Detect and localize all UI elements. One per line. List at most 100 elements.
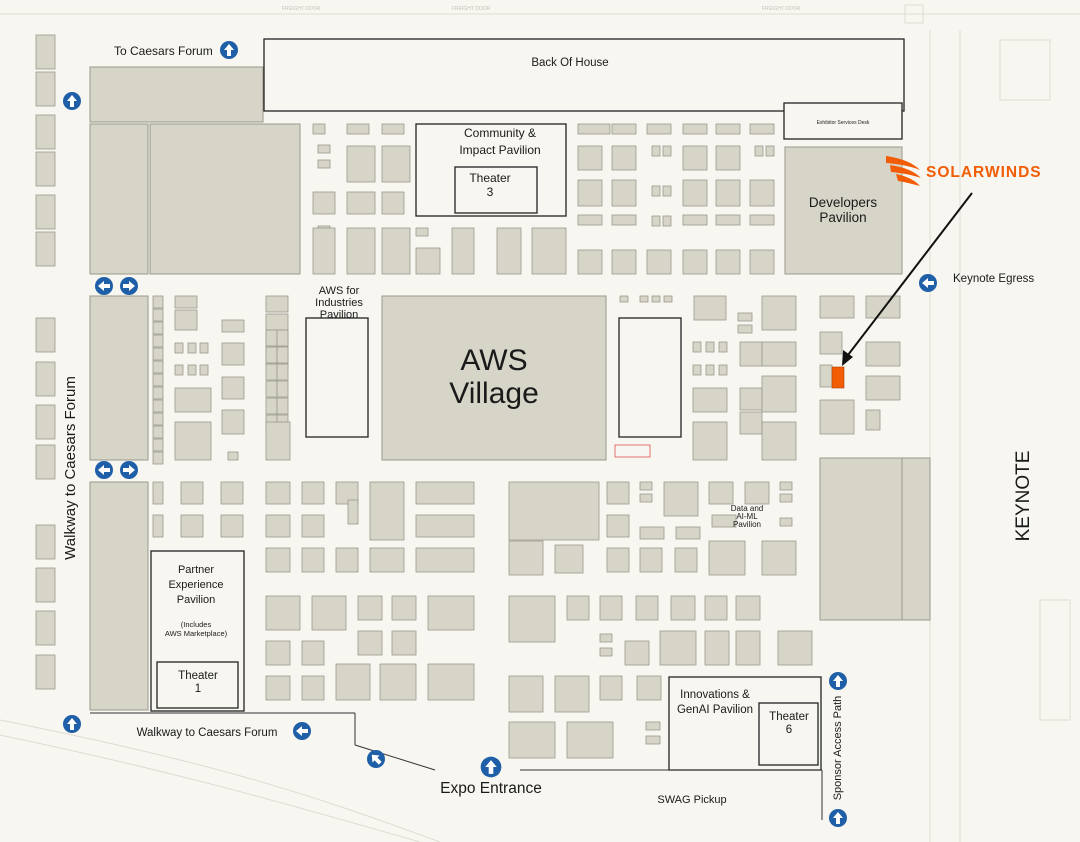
booth[interactable] (276, 329, 289, 347)
booth[interactable] (779, 517, 793, 527)
booth[interactable] (312, 227, 336, 275)
booth[interactable] (301, 514, 325, 538)
booth[interactable] (381, 191, 405, 215)
booth[interactable] (220, 481, 244, 505)
booth[interactable] (705, 341, 715, 353)
booth[interactable] (682, 145, 708, 171)
booth[interactable] (265, 547, 291, 573)
booth[interactable] (674, 547, 698, 573)
booth[interactable] (692, 364, 702, 376)
booth[interactable] (715, 249, 741, 275)
booth[interactable] (265, 640, 291, 666)
edge-booth[interactable] (35, 151, 56, 187)
booth[interactable] (152, 360, 164, 374)
booth[interactable] (265, 397, 278, 415)
booth[interactable] (174, 309, 198, 331)
booth[interactable] (663, 295, 673, 303)
booth[interactable] (301, 481, 325, 505)
booth[interactable] (606, 481, 630, 505)
booth[interactable] (265, 675, 291, 701)
booth[interactable] (415, 547, 475, 573)
booth[interactable] (265, 481, 291, 505)
booth[interactable] (819, 364, 833, 388)
booth[interactable] (187, 364, 197, 376)
booth[interactable] (187, 342, 197, 354)
booth[interactable] (599, 647, 613, 657)
booth[interactable] (152, 438, 164, 452)
booth[interactable] (749, 123, 775, 135)
booth[interactable] (265, 380, 278, 398)
booth[interactable] (682, 179, 708, 207)
theater-1[interactable] (156, 661, 239, 709)
edge-booth[interactable] (35, 524, 56, 560)
booth[interactable] (180, 481, 204, 505)
booth[interactable] (761, 421, 797, 461)
booth[interactable] (531, 227, 567, 275)
booth[interactable] (715, 179, 741, 207)
booth[interactable] (152, 347, 164, 361)
edge-booth[interactable] (35, 444, 56, 480)
booth[interactable] (599, 675, 623, 701)
booth[interactable] (381, 227, 411, 275)
booth[interactable] (749, 249, 775, 275)
booth[interactable] (708, 540, 746, 576)
booth[interactable] (152, 399, 164, 413)
booth[interactable] (180, 514, 204, 538)
booth[interactable] (312, 191, 336, 215)
booth[interactable] (651, 295, 661, 303)
booth[interactable] (651, 145, 661, 157)
edge-booth[interactable] (35, 34, 56, 70)
booth[interactable] (415, 227, 429, 237)
booth[interactable] (651, 185, 661, 197)
booth[interactable] (415, 481, 475, 505)
booth[interactable] (369, 547, 405, 573)
booth[interactable] (662, 215, 672, 227)
booth[interactable] (682, 249, 708, 275)
booth[interactable] (265, 595, 301, 631)
community-impact-pavilion[interactable] (415, 123, 567, 217)
booth[interactable] (749, 214, 775, 226)
booth[interactable] (718, 341, 728, 353)
booth[interactable] (152, 295, 164, 309)
booth[interactable] (718, 364, 728, 376)
booth[interactable] (508, 595, 556, 643)
innovations-genai-pavilion[interactable] (668, 676, 822, 771)
booth[interactable] (357, 630, 383, 656)
booth[interactable] (636, 675, 662, 701)
booth[interactable] (577, 123, 611, 135)
booth[interactable] (265, 346, 278, 364)
booth[interactable] (317, 159, 331, 169)
booth[interactable] (737, 312, 753, 322)
booth[interactable] (682, 214, 708, 226)
booth[interactable] (819, 295, 855, 319)
booth[interactable] (152, 514, 164, 538)
booth[interactable] (624, 640, 650, 666)
booth[interactable] (749, 179, 775, 207)
booth[interactable] (221, 376, 245, 400)
booth[interactable] (152, 451, 164, 465)
booth[interactable] (692, 341, 702, 353)
theater-3[interactable] (454, 166, 538, 214)
booth[interactable] (639, 295, 649, 303)
booth[interactable] (670, 595, 696, 621)
booth[interactable] (301, 640, 325, 666)
booth[interactable] (346, 123, 370, 135)
edge-booth[interactable] (35, 404, 56, 440)
booth[interactable] (779, 481, 793, 491)
booth[interactable] (708, 481, 734, 505)
edge-booth[interactable] (35, 114, 56, 150)
booth[interactable] (265, 313, 289, 331)
booth[interactable] (682, 123, 708, 135)
booth[interactable] (715, 214, 741, 226)
booth[interactable] (301, 675, 325, 701)
booth[interactable] (619, 295, 629, 303)
booth[interactable] (715, 145, 741, 171)
booth[interactable] (391, 595, 417, 621)
booth[interactable] (735, 630, 761, 666)
booth[interactable] (347, 499, 359, 525)
booth[interactable] (675, 526, 701, 540)
booth[interactable] (646, 249, 672, 275)
booth[interactable] (606, 514, 630, 538)
booth[interactable] (611, 214, 637, 226)
booth[interactable] (651, 215, 661, 227)
